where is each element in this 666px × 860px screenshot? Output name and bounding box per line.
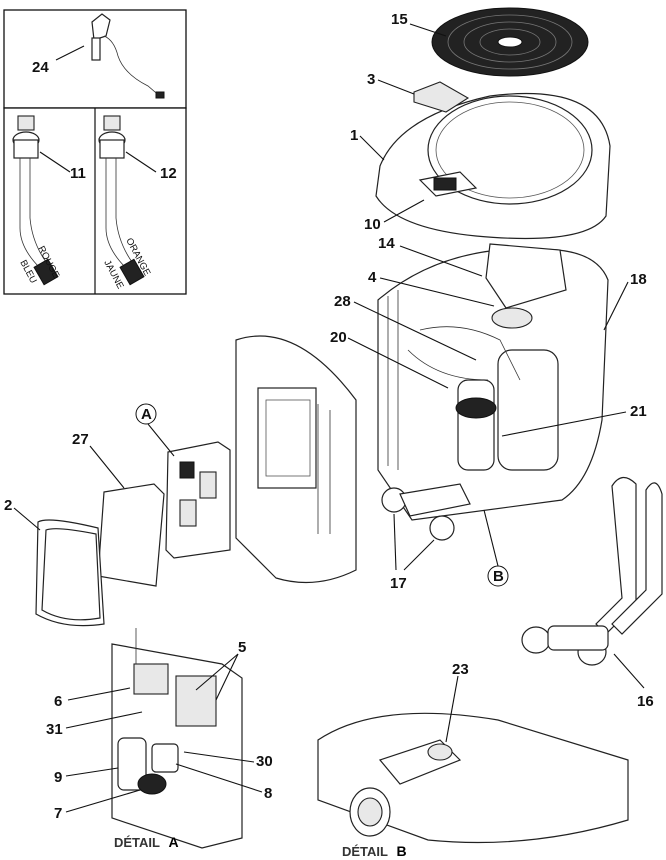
callout-20: 20 bbox=[330, 329, 347, 346]
fan-motor-cover bbox=[413, 81, 470, 113]
callout-3: 3 bbox=[367, 71, 375, 88]
callout-30: 30 bbox=[256, 753, 273, 770]
access-panel bbox=[35, 519, 105, 627]
callout-14: 14 bbox=[378, 235, 395, 252]
callout-b: B bbox=[493, 568, 504, 585]
callout-28: 28 bbox=[334, 293, 351, 310]
inset-box-pressure-switches bbox=[3, 107, 187, 295]
detail-a-control-box bbox=[111, 628, 243, 849]
compressor-assembly bbox=[407, 307, 559, 471]
callout-15: 15 bbox=[391, 11, 408, 28]
cabinet-body bbox=[377, 243, 609, 521]
top-cover bbox=[375, 92, 611, 240]
callout-b-circle bbox=[487, 565, 509, 587]
callout-9: 9 bbox=[54, 769, 62, 786]
leader-lines bbox=[13, 23, 645, 813]
callout-11: 11 bbox=[70, 165, 86, 182]
callout-1: 1 bbox=[350, 127, 358, 144]
detail-b-fittings bbox=[317, 712, 629, 844]
callout-21: 21 bbox=[630, 403, 647, 420]
callout-31: 31 bbox=[46, 721, 63, 738]
detail-a-letter: A bbox=[168, 834, 178, 850]
callout-16: 16 bbox=[637, 693, 654, 710]
callout-10: 10 bbox=[364, 216, 381, 233]
front-door-panel bbox=[235, 335, 357, 584]
detail-a-caption: DÉTAIL A bbox=[114, 834, 179, 851]
callout-17: 17 bbox=[390, 575, 407, 592]
fan-grille bbox=[431, 7, 589, 77]
callout-a-circle bbox=[135, 403, 157, 425]
callout-27: 27 bbox=[72, 431, 89, 448]
detail-b-prefix: DÉTAIL bbox=[342, 844, 388, 859]
callout-23: 23 bbox=[452, 661, 469, 678]
callout-labels: 15 3 1 10 14 4 18 28 20 21 17 B 16 24 11… bbox=[4, 11, 654, 822]
callout-12: 12 bbox=[160, 165, 177, 182]
water-fittings bbox=[381, 483, 471, 541]
inset-box-sensor-24 bbox=[3, 9, 187, 109]
callout-7: 7 bbox=[54, 805, 62, 822]
callout-18: 18 bbox=[630, 271, 647, 288]
callout-5: 5 bbox=[238, 639, 246, 656]
callout-a: A bbox=[141, 406, 152, 423]
callout-6: 6 bbox=[54, 693, 62, 710]
callout-24: 24 bbox=[32, 59, 49, 76]
detail-b-letter: B bbox=[396, 843, 406, 859]
control-cover bbox=[97, 483, 165, 587]
callout-8: 8 bbox=[264, 785, 272, 802]
callout-2: 2 bbox=[4, 497, 12, 514]
detail-captions: DÉTAIL A DÉTAIL B bbox=[114, 834, 407, 860]
control-box bbox=[165, 441, 231, 559]
bypass-kit bbox=[521, 476, 663, 666]
callout-4: 4 bbox=[368, 269, 377, 286]
detail-b-caption: DÉTAIL B bbox=[342, 843, 407, 860]
detail-a-prefix: DÉTAIL bbox=[114, 835, 160, 850]
